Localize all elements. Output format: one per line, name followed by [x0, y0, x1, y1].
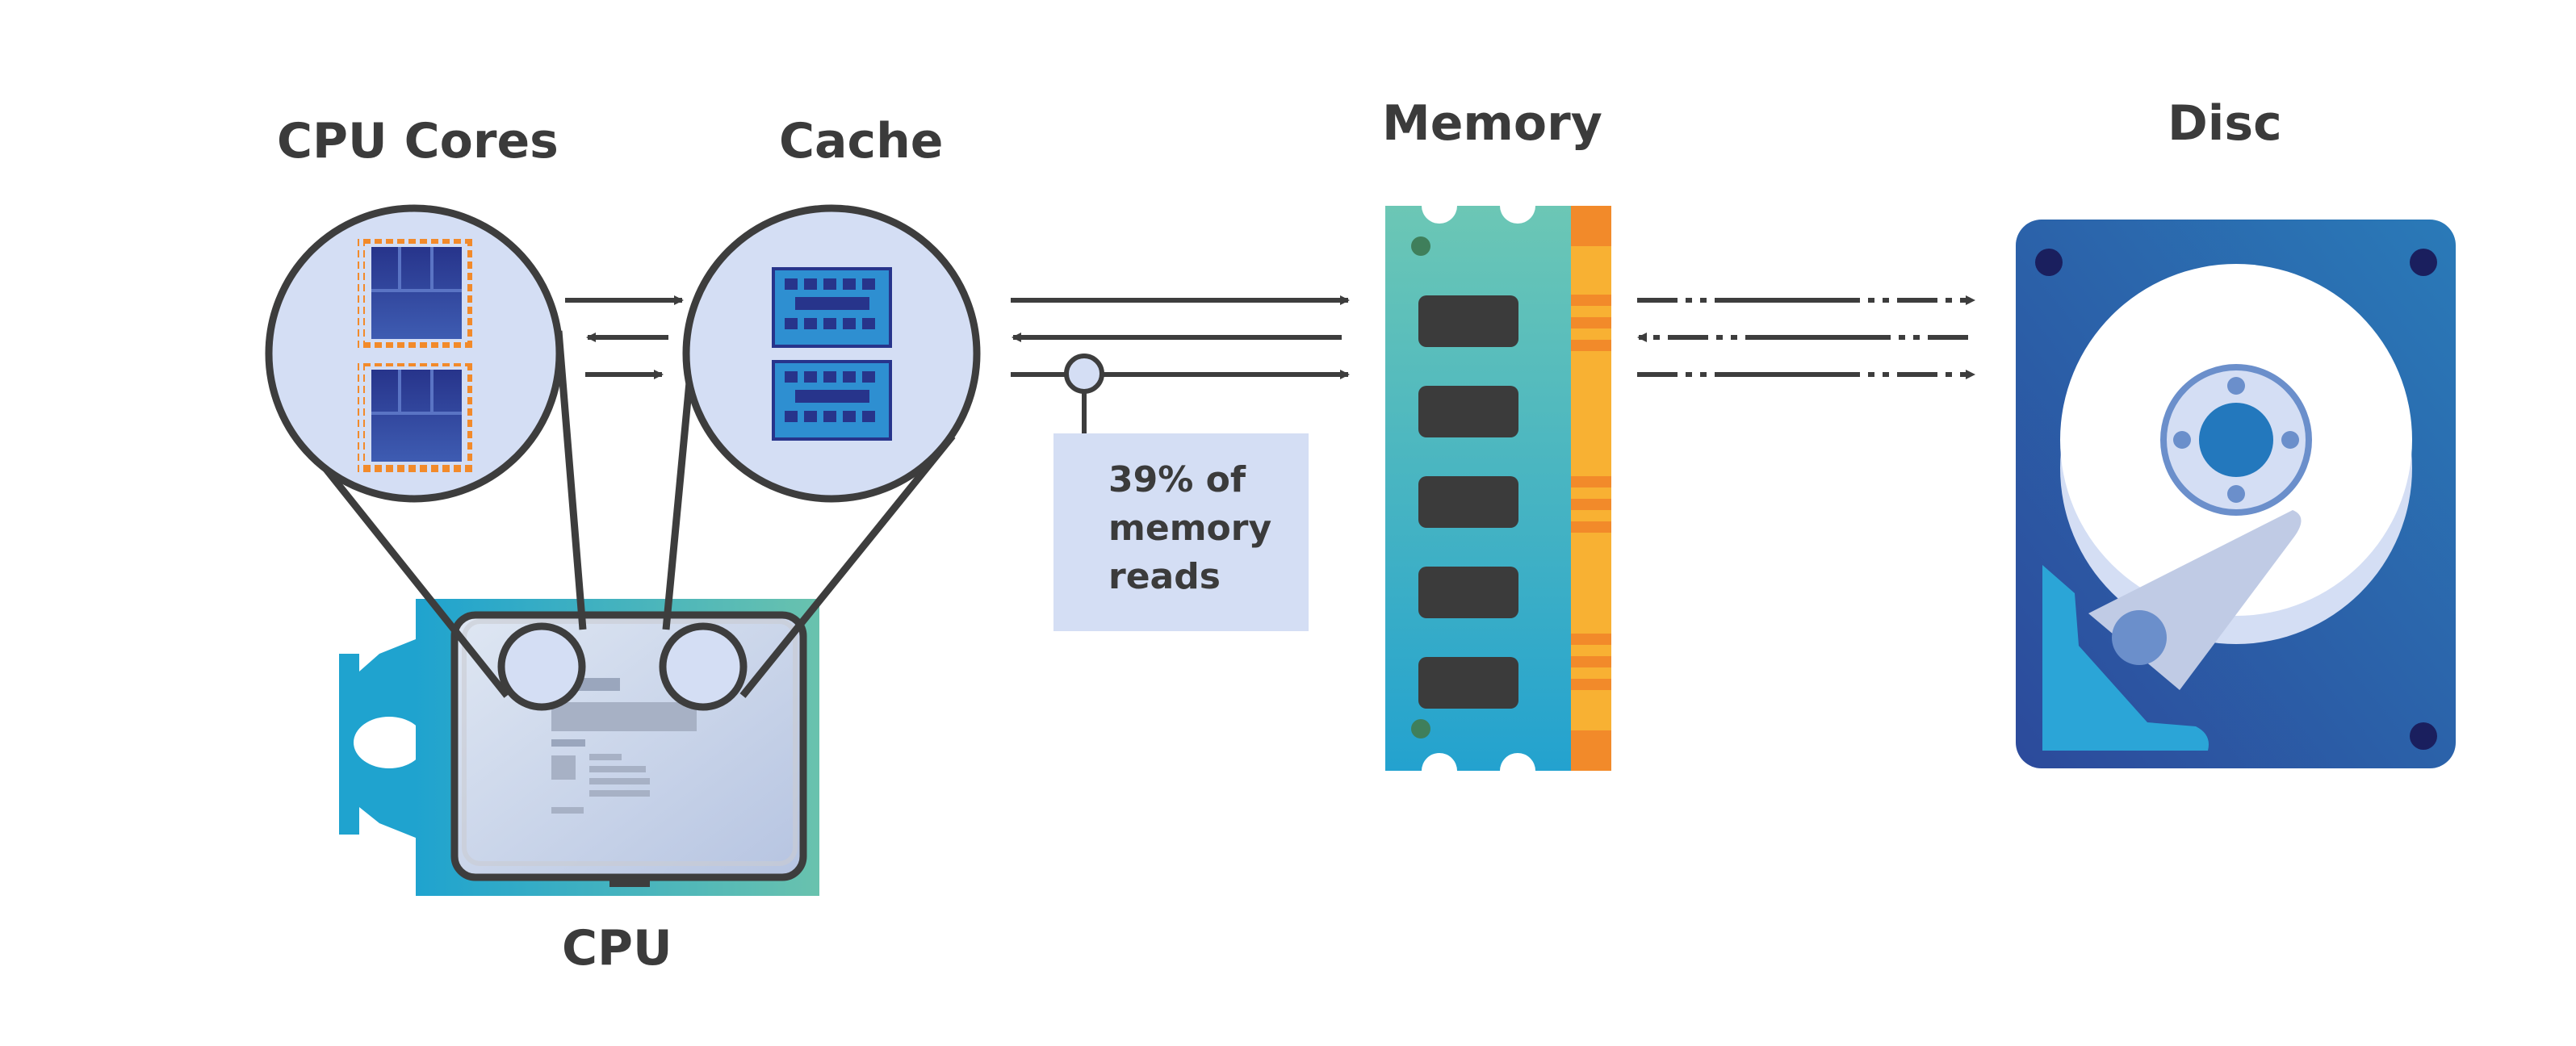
cache-label: Cache: [779, 113, 944, 169]
core-zoom-point: [497, 622, 586, 711]
arrow-icon: [565, 295, 684, 379]
callout-line: 39% of: [1108, 459, 1246, 500]
arrow-icon: [1637, 295, 1975, 379]
hard-disc-icon: [2016, 220, 2456, 768]
cpu-core-icon: [358, 359, 475, 472]
cache-block-icon: [772, 267, 892, 348]
callout-line: reads: [1108, 556, 1221, 597]
cpu-label: CPU: [562, 920, 672, 977]
cache-bubble: [682, 204, 981, 503]
cpu-cores-label: CPU Cores: [277, 113, 559, 169]
callout-pin: [1064, 354, 1104, 394]
memory-reads-callout: 39% of memory reads: [1053, 433, 1309, 631]
memory-label: Memory: [1382, 95, 1602, 152]
cache-block-icon: [772, 360, 892, 441]
disc-label: Disc: [2168, 95, 2282, 152]
arrow-icon: [1011, 295, 1350, 379]
cache-zoom-point: [659, 622, 748, 711]
cpu-chip-icon: [339, 599, 819, 896]
callout-line: memory: [1108, 508, 1272, 549]
cpu-core-icon: [358, 236, 475, 349]
memory-module-icon: [1385, 188, 1611, 789]
cpu-cores-bubble: [265, 204, 563, 503]
